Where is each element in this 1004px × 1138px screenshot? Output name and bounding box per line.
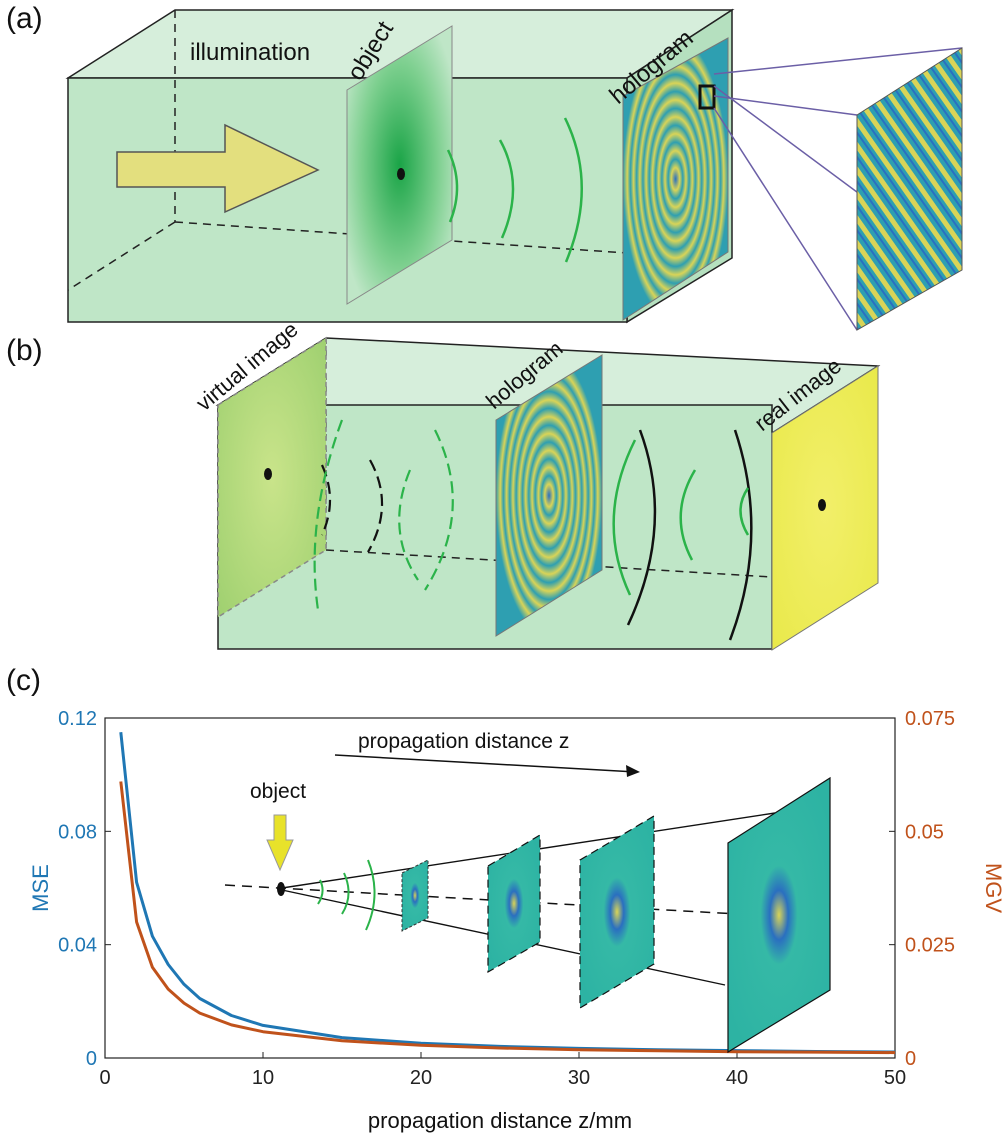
object-plane bbox=[346, 25, 453, 305]
hologram-plane bbox=[495, 354, 603, 637]
wavefront-arc bbox=[498, 139, 515, 239]
x-axis-label: propagation distance z/mm bbox=[368, 1108, 632, 1133]
propagated-image-frame bbox=[487, 833, 541, 974]
propagation-inset: propagation distance z object bbox=[224, 730, 831, 1054]
x-tick-label: 0 bbox=[99, 1067, 110, 1089]
object-label: object bbox=[250, 780, 306, 803]
wavefront-arc bbox=[679, 469, 697, 561]
y-tick-label-right: 0.025 bbox=[905, 935, 955, 957]
x-tick-label: 50 bbox=[884, 1067, 906, 1089]
y-tick-label-left: 0.08 bbox=[58, 821, 97, 843]
wavefront-arc bbox=[626, 429, 657, 626]
hidden-edge bbox=[174, 221, 701, 259]
propagated-image-frame bbox=[401, 859, 429, 932]
y-tick-label-left: 0.04 bbox=[58, 935, 97, 957]
panel-b-label: (b) bbox=[6, 334, 43, 367]
wavefront-arc bbox=[446, 149, 459, 223]
y-tick-label-right: 0 bbox=[905, 1048, 916, 1070]
virtual-image-point bbox=[264, 468, 272, 480]
wavefront-arc bbox=[365, 859, 376, 931]
y-tick-label-left: 0 bbox=[86, 1048, 97, 1070]
x-tick-label: 40 bbox=[726, 1067, 748, 1089]
wavefront-arc bbox=[728, 429, 753, 641]
zoomed-fringe-pattern bbox=[856, 47, 963, 331]
hidden-edge bbox=[67, 221, 176, 291]
wavefront-arc bbox=[341, 872, 350, 915]
y-tick-label-right: 0.075 bbox=[905, 708, 955, 730]
propagation-arrow bbox=[334, 754, 637, 773]
y-axis-label-left: MSE bbox=[28, 864, 53, 912]
object-point bbox=[277, 882, 285, 896]
zoom-guide-line bbox=[713, 95, 858, 116]
wavefront-arc bbox=[367, 459, 384, 553]
real-image-point bbox=[818, 499, 826, 511]
propagated-image-frame bbox=[579, 814, 655, 1010]
panel-a: (a) illumination object hologram bbox=[6, 2, 963, 331]
propagated-image-frame bbox=[727, 776, 831, 1054]
x-tick-label: 20 bbox=[410, 1067, 432, 1089]
wavefront-arc bbox=[563, 117, 583, 263]
zoom-region bbox=[698, 84, 716, 110]
wavefront-arc bbox=[424, 429, 454, 591]
zoom-guide-line bbox=[713, 107, 858, 331]
virtual-image-plane bbox=[217, 336, 327, 619]
x-tick-label: 10 bbox=[252, 1067, 274, 1089]
y-tick-label-left: 0.12 bbox=[58, 708, 97, 730]
object-point bbox=[397, 168, 405, 180]
zoom-guide-line bbox=[713, 47, 963, 75]
panel-c-label: (c) bbox=[6, 664, 41, 697]
illumination-label: illumination bbox=[190, 39, 310, 66]
panel-b: (b) virtual image hologram real image bbox=[6, 317, 881, 651]
y-axis-label-right: MGV bbox=[981, 863, 1004, 913]
wavefront-arc bbox=[612, 439, 637, 596]
hidden-edge bbox=[325, 549, 773, 578]
illumination-arrow bbox=[116, 123, 320, 214]
down-arrow-icon bbox=[266, 814, 294, 872]
propagation-arrow-label: propagation distance z bbox=[358, 730, 569, 753]
y-tick-label-right: 0.05 bbox=[905, 821, 944, 843]
wavefront-arc bbox=[313, 419, 344, 611]
wavefront-arc bbox=[398, 469, 419, 581]
x-tick-label: 30 bbox=[568, 1067, 590, 1089]
plot-series bbox=[119, 732, 896, 1055]
arrowhead-icon bbox=[626, 765, 640, 777]
wavefront-arc bbox=[317, 879, 324, 905]
wavefront-arc bbox=[320, 464, 332, 536]
wavefront-arc bbox=[739, 487, 750, 536]
panel-a-label: (a) bbox=[6, 2, 43, 35]
series-line-mgv bbox=[119, 781, 896, 1055]
